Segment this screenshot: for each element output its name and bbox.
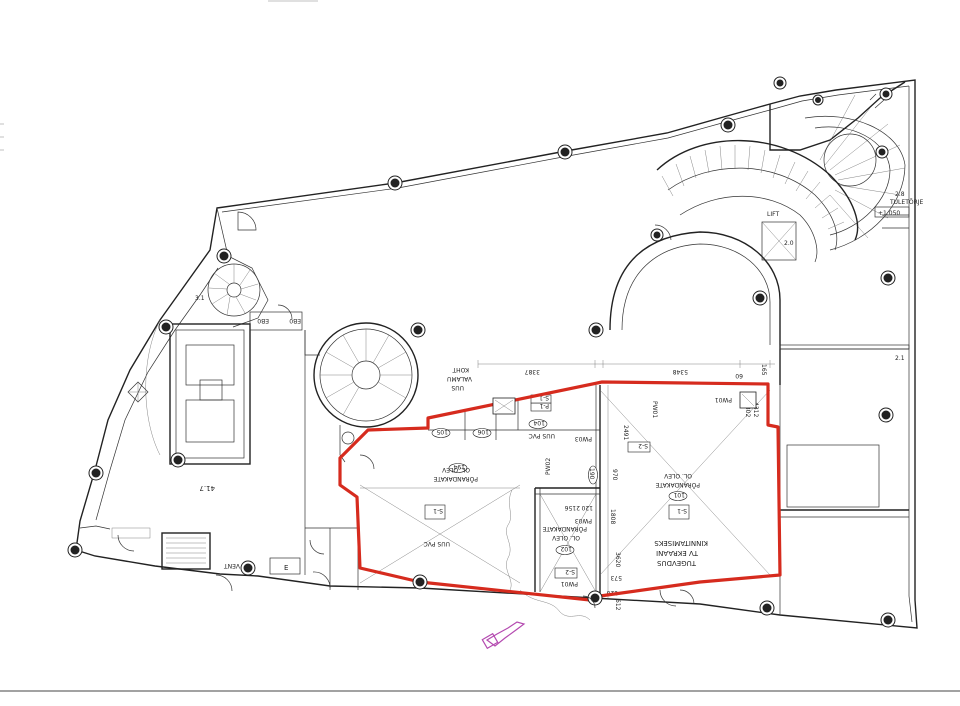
structural-columns (67, 76, 896, 628)
tag-s1-b: S-1 (433, 507, 443, 514)
tugevdus-line3: KINNITAMISEKS (654, 539, 708, 547)
dim-573: 573 (610, 574, 622, 581)
central-spiral-stair (304, 322, 419, 428)
pointer-hand-icon (481, 621, 526, 650)
room-label-lift: LIFT (767, 211, 779, 218)
door-swings (117, 211, 695, 609)
uus-pvc-b: UUS PVC (424, 540, 450, 547)
uus-valamu-line3: UUS (451, 384, 464, 391)
room-annotations: KOHT VALAMU UUS UUS PVC UUS PVC OL. OLEV… (424, 366, 708, 567)
dim-165: 165 (760, 364, 767, 376)
building-shell (75, 79, 918, 629)
tag-s2-b: S-2 (638, 442, 648, 449)
uus-valamu-line2: VALAMU (447, 375, 472, 382)
room-label-tuletorje: TULETÕRJE (889, 199, 924, 206)
tag-102: 102 (560, 545, 572, 552)
pw03-a: PW03 (575, 435, 592, 442)
dim-120-a: 120 (581, 504, 593, 511)
olev-c-1: OL. OLEV (551, 534, 580, 541)
dim-970: 970 (611, 469, 618, 481)
pw01-top: PW01 (715, 396, 732, 403)
pw-labels: PW01 PW01 PW01 PW02 PW03 PW03 (545, 396, 732, 587)
right-service-rooms: +1.050 2.1 2.8 TULETÕRJE (779, 191, 924, 615)
left-wing: 3.1 41.7 EB0 EB0 VENT (111, 207, 303, 570)
dim-120-b: 120 (606, 589, 618, 596)
hatched-walls (492, 391, 757, 415)
olev-b-2: PÕRANDAKATE (655, 481, 700, 488)
lift-shaft: 2.0 LIFT (761, 211, 797, 261)
spiral-stair-top-right (769, 81, 906, 251)
tag-s1-c: S-1 (677, 507, 687, 514)
dimension-lines: 3387 5348 60 2491 970 1808 3620 573 612 … (477, 360, 775, 611)
room-label-vent: VENT (224, 562, 240, 569)
uus-valamu-line1: KOHT (452, 366, 469, 373)
dim-2156: 2156 (565, 504, 580, 511)
dim-2-0: 2.0 (784, 240, 794, 247)
dim-3387: 3387 (525, 368, 540, 375)
dim-4312: 4312 (752, 402, 759, 417)
tag-101: 101 (673, 491, 685, 498)
dim-1802: 1802 (744, 402, 751, 417)
level-mark-box (874, 206, 910, 218)
tugevdus-line1: TUGEVDUS (656, 559, 697, 567)
room-label-e: E (284, 564, 288, 572)
pw03-b: PW03 (575, 517, 592, 524)
room-label-eb0-b: EB0 (289, 317, 301, 324)
pw01-bottom: PW01 (561, 580, 578, 587)
dim-3-1: 3.1 (195, 295, 205, 302)
pw02: PW02 (545, 458, 552, 475)
olev-a-1: OL. OLEV (441, 466, 470, 473)
dim-2-1: 2.1 (895, 355, 905, 362)
dim-612: 612 (614, 599, 621, 611)
curved-staircase (656, 139, 859, 263)
tag-106: 106 (477, 428, 489, 435)
tugevdus-line2: TV EKRAANI (656, 549, 699, 557)
dim-2-8: 2.8 (895, 191, 905, 198)
dim-60: 60 (735, 372, 743, 379)
dim-1808: 1808 (609, 509, 616, 524)
tag-190: 190 (588, 468, 595, 480)
uus-pvc-a: UUS PVC (529, 432, 555, 439)
dim-41-7: 41.7 (199, 484, 215, 492)
tag-105: 105 (436, 428, 448, 435)
unit-boundary-outline (338, 380, 782, 602)
level-mark: +1.050 (878, 210, 900, 217)
olev-c-2: PÕRANDAKATE (542, 525, 587, 532)
atrium-arc (609, 231, 781, 385)
tag-s2-a: S-2 (565, 568, 575, 575)
pw01-side: PW01 (651, 401, 658, 418)
left-interior-walls: E (269, 330, 359, 590)
unit-interior-walls (359, 385, 771, 621)
tag-194: 194 (453, 463, 465, 470)
olev-b-1: OL. OLEV (663, 472, 692, 479)
dim-2491: 2491 (622, 425, 629, 440)
dim-5348: 5348 (673, 368, 688, 375)
room-tags: P-1 S-1 S-1 S-1 S-2 S-2 105 106 104 194 … (424, 394, 690, 579)
room-label-eb0-a: EB0 (257, 317, 269, 324)
tag-p1: P-1 (539, 402, 549, 409)
tag-s1-a: S-1 (539, 394, 549, 401)
dim-3620: 3620 (614, 552, 621, 567)
tag-104: 104 (533, 419, 545, 426)
olev-a-2: PÕRANDAKATE (433, 475, 478, 482)
